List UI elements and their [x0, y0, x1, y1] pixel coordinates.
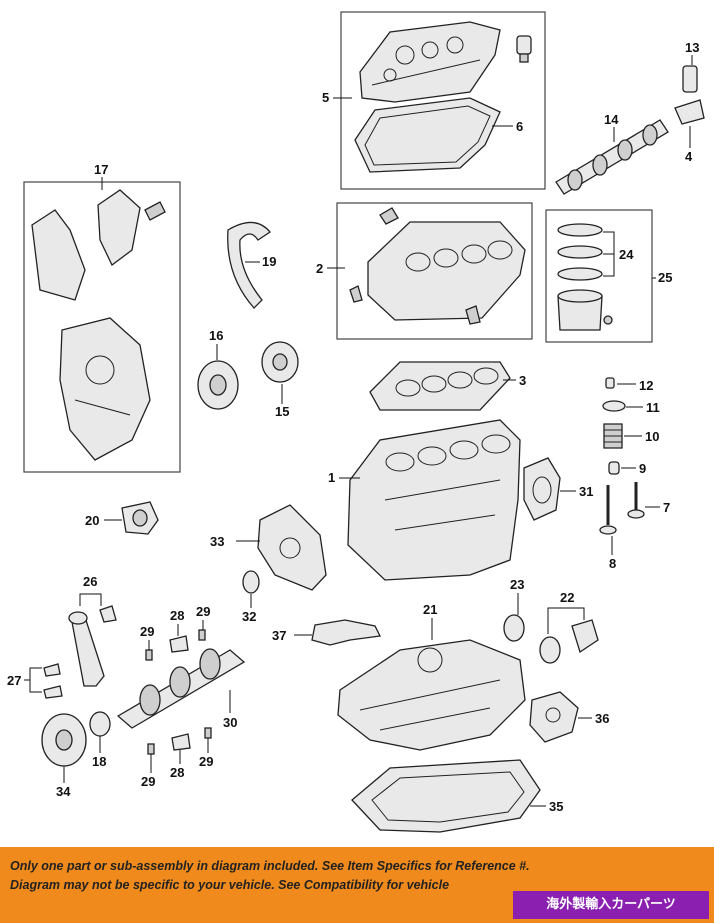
valve-keeper: [605, 377, 615, 389]
callout-10: 10: [645, 429, 659, 444]
oil-pump: [529, 691, 579, 743]
crankshaft-sprocket: [89, 711, 111, 737]
callout-21: 21: [423, 602, 437, 617]
disclaimer-line-1: Only one part or sub-assembly in diagram…: [10, 859, 530, 873]
exhaust-valve: [599, 485, 617, 535]
callout-24: 24: [619, 247, 634, 262]
callout-5: 5: [322, 90, 329, 105]
valve-cover-group-box: [340, 11, 546, 190]
balance-shaft-housing: [337, 639, 526, 751]
timing-belt: [227, 221, 271, 309]
callout-14: 14: [604, 112, 619, 127]
rod-bearings: [43, 663, 63, 699]
callout-28-upper: 28: [170, 608, 184, 623]
cylinder-head-group-box: [336, 202, 533, 340]
callout-1: 1: [328, 470, 335, 485]
callout-35: 35: [549, 799, 563, 814]
callout-25: 25: [658, 270, 672, 285]
valve-cover: [359, 21, 501, 103]
callout-33: 33: [210, 534, 224, 549]
main-bearing-lower: [171, 733, 191, 751]
camshaft-adjuster: [682, 65, 698, 93]
callout-32: 32: [242, 609, 256, 624]
callout-30: 30: [223, 715, 237, 730]
connecting-rod: [68, 611, 105, 687]
callout-6: 6: [516, 119, 523, 134]
cam-follower: [674, 99, 705, 125]
callout-29-c: 29: [141, 774, 155, 789]
callout-18: 18: [92, 754, 106, 769]
callout-8: 8: [609, 556, 616, 571]
callout-4: 4: [685, 149, 693, 164]
valve-spring: [603, 423, 623, 449]
callout-29-b: 29: [196, 604, 210, 619]
crankshaft: [116, 648, 246, 729]
idler-roller: [121, 501, 159, 535]
callout-22: 22: [560, 590, 574, 605]
callout-26: 26: [83, 574, 97, 589]
lower-timing-cover: [59, 317, 151, 461]
callout-36: 36: [595, 711, 609, 726]
callout-19: 19: [262, 254, 276, 269]
valve-spring-retainer: [602, 400, 626, 412]
piston: [557, 289, 613, 331]
piston-rings: [557, 223, 603, 281]
camshaft: [555, 119, 669, 195]
rear-main-seal: [523, 457, 561, 521]
idler-pulley: [261, 341, 299, 383]
engine-block: [347, 419, 521, 581]
callout-3: 3: [519, 373, 526, 388]
callout-13: 13: [685, 40, 699, 55]
oil-pan: [351, 759, 541, 833]
valve-stem-seal: [608, 461, 620, 475]
oil-pickup-tube: [311, 619, 381, 646]
callout-28-lower: 28: [170, 765, 184, 780]
callout-17: 17: [94, 162, 108, 177]
callout-29-d: 29: [199, 754, 213, 769]
front-crank-seal: [242, 570, 260, 594]
callout-15: 15: [275, 404, 289, 419]
oil-filler-cap: [516, 35, 532, 63]
tensioner-pulley: [197, 360, 239, 410]
crankshaft-pulley: [41, 713, 87, 767]
callout-27: 27: [7, 673, 21, 688]
callout-7: 7: [663, 500, 670, 515]
cylinder-head: [349, 207, 526, 325]
disclaimer-line-2: Diagram may not be specific to your vehi…: [10, 878, 450, 892]
oil-pump-housing: [257, 504, 327, 591]
callout-31: 31: [579, 484, 593, 499]
piston-group-box: [545, 209, 653, 343]
callout-2: 2: [316, 261, 323, 276]
callout-34: 34: [56, 784, 71, 799]
shop-badge: 海外製輸入カーパーツ: [513, 891, 709, 919]
callout-9: 9: [639, 461, 646, 476]
callout-11: 11: [646, 400, 660, 415]
callout-12: 12: [639, 378, 653, 393]
callout-29-a: 29: [140, 624, 154, 639]
timing-sprocket-seals: [539, 619, 599, 664]
callout-20: 20: [85, 513, 99, 528]
head-gasket: [369, 361, 511, 411]
main-bearing-upper: [169, 635, 189, 653]
callout-37: 37: [272, 628, 286, 643]
callout-23: 23: [510, 577, 524, 592]
intake-valve: [627, 482, 645, 519]
valve-cover-gasket: [354, 97, 501, 173]
upper-timing-cover: [31, 189, 166, 301]
rod-cap: [99, 605, 117, 623]
balance-shaft-seal: [503, 614, 525, 642]
callout-16: 16: [209, 328, 223, 343]
